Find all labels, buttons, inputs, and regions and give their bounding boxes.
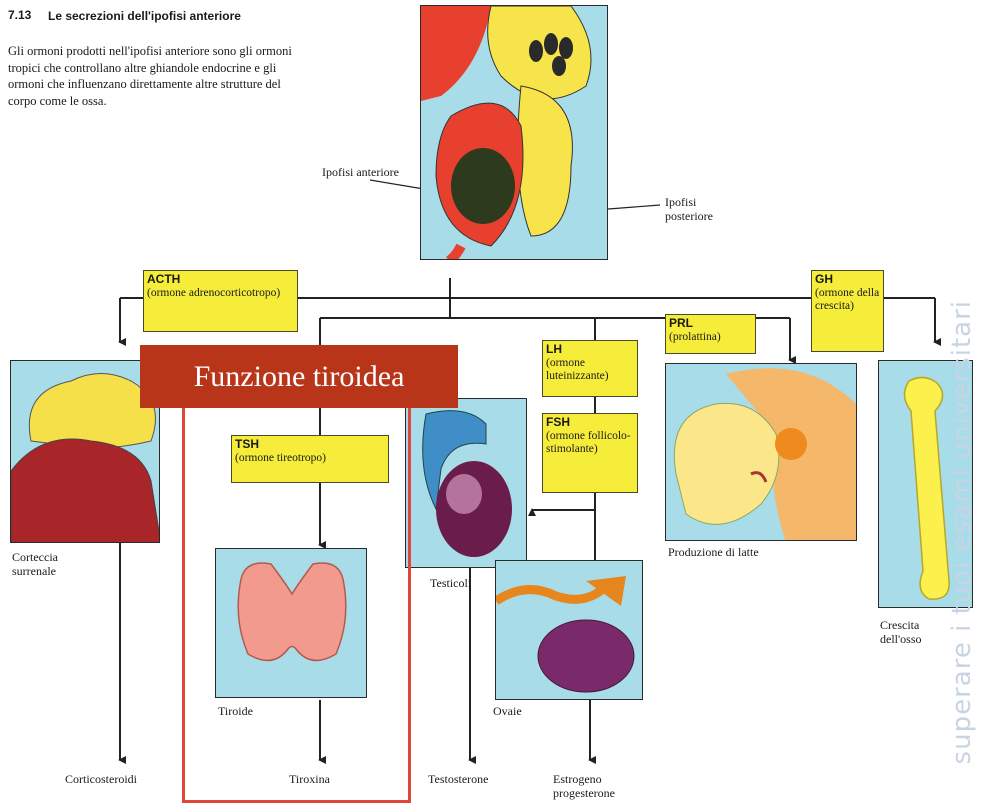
estrogen-label: Estrogeno progesterone	[553, 772, 658, 800]
testes-label: Testicoli	[430, 576, 471, 590]
posterior-pituitary-label: Ipofisi posteriore	[665, 195, 745, 223]
acth-abbr: ACTH	[147, 272, 180, 286]
pituitary-illustration	[420, 5, 608, 260]
ovaries-label: Ovaie	[493, 704, 522, 718]
fsh-abbr: FSH	[546, 415, 570, 429]
milk-production-panel	[665, 363, 857, 541]
milk-production-label: Produzione di latte	[668, 545, 768, 559]
gh-name: (ormone della crescita)	[815, 287, 879, 312]
corticosteroids-label: Corticosteroidi	[65, 772, 137, 786]
thyroid-function-banner: Funzione tiroidea	[140, 345, 458, 408]
lh-name: (ormone luteinizzante)	[546, 357, 609, 382]
gh-abbr: GH	[815, 272, 833, 286]
prl-abbr: PRL	[669, 316, 693, 330]
lh-abbr: LH	[546, 342, 562, 356]
testosterone-label: Testosterone	[428, 772, 488, 786]
adrenal-cortex-panel	[10, 360, 160, 543]
bone-label: Crescita dell'osso	[880, 618, 950, 646]
hormone-box-fsh: FSH (ormone follicolo-stimolante)	[542, 413, 638, 493]
testes-panel	[405, 398, 527, 568]
hormone-box-lh: LH (ormone luteinizzante)	[542, 340, 638, 397]
thyroid-highlight-frame	[182, 405, 411, 803]
prl-name: (prolattina)	[669, 331, 721, 343]
anterior-pituitary-label: Ipofisi anteriore	[322, 165, 399, 179]
fsh-name: (ormone follicolo-stimolante)	[546, 430, 631, 455]
watermark-text: superare i tuoi esami universitari	[947, 300, 977, 764]
hormone-box-acth: ACTH (ormone adrenocorticotropo)	[143, 270, 298, 332]
acth-name: (ormone adrenocorticotropo)	[147, 287, 280, 299]
hormone-box-prl: PRL (prolattina)	[665, 314, 756, 354]
adrenal-cortex-label: Corteccia surrenale	[12, 550, 102, 578]
hormone-box-gh: GH (ormone della crescita)	[811, 270, 884, 352]
ovaries-panel	[495, 560, 643, 700]
